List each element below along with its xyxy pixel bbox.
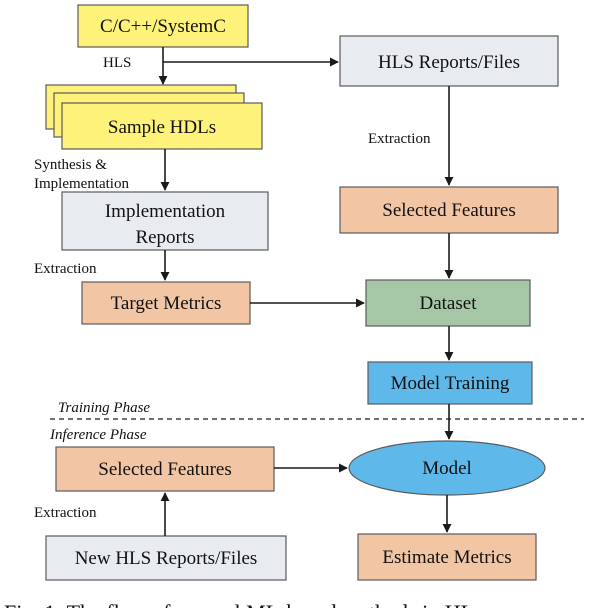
- figure-caption: Fig. 1: The flow of general ML-based met…: [4, 600, 474, 608]
- selected-features-bottom-label: Selected Features: [98, 459, 231, 480]
- implementation-reports-label-line2: Reports: [135, 227, 194, 248]
- dataset-label: Dataset: [420, 293, 478, 314]
- source-code-label: C/C++/SystemC: [100, 16, 226, 37]
- implementation-reports-node: Implementation Reports: [61, 191, 269, 251]
- model-label: Model: [422, 458, 472, 479]
- synthesis-edge-label-line1: Synthesis &: [34, 157, 107, 173]
- extraction-right-edge-label: Extraction: [368, 131, 431, 147]
- estimate-metrics-node: Estimate Metrics: [357, 533, 537, 581]
- hls-edge-label: HLS: [103, 55, 131, 71]
- extraction-left-edge-label: Extraction: [34, 261, 97, 277]
- dataset-node: Dataset: [365, 279, 531, 327]
- inference-phase-label: Inference Phase: [49, 427, 147, 443]
- extraction-bottom-edge-label: Extraction: [34, 505, 97, 521]
- sample-hdls-node: Sample HDLs: [45, 84, 263, 150]
- implementation-reports-label-line1: Implementation: [105, 201, 226, 222]
- model-node: Model: [348, 440, 546, 496]
- hls-reports-node: HLS Reports/Files: [339, 35, 559, 87]
- synthesis-edge-label-line2: Implementation: [34, 176, 129, 192]
- estimate-metrics-label: Estimate Metrics: [382, 547, 511, 568]
- sample-hdls-front-sheet: [61, 102, 263, 150]
- model-training-node: Model Training: [367, 361, 533, 405]
- target-metrics-label: Target Metrics: [111, 293, 222, 314]
- training-phase-label: Training Phase: [58, 400, 150, 416]
- new-hls-reports-label: New HLS Reports/Files: [75, 548, 258, 569]
- sample-hdls-label: Sample HDLs: [108, 117, 216, 138]
- model-training-label: Model Training: [391, 373, 510, 394]
- target-metrics-node: Target Metrics: [81, 281, 251, 325]
- selected-features-top-label: Selected Features: [382, 200, 515, 221]
- source-code-node: C/C++/SystemC: [77, 4, 249, 48]
- hls-reports-label: HLS Reports/Files: [378, 52, 520, 73]
- new-hls-reports-node: New HLS Reports/Files: [45, 535, 287, 581]
- selected-features-bottom-node: Selected Features: [55, 446, 275, 492]
- selected-features-top-node: Selected Features: [339, 186, 559, 234]
